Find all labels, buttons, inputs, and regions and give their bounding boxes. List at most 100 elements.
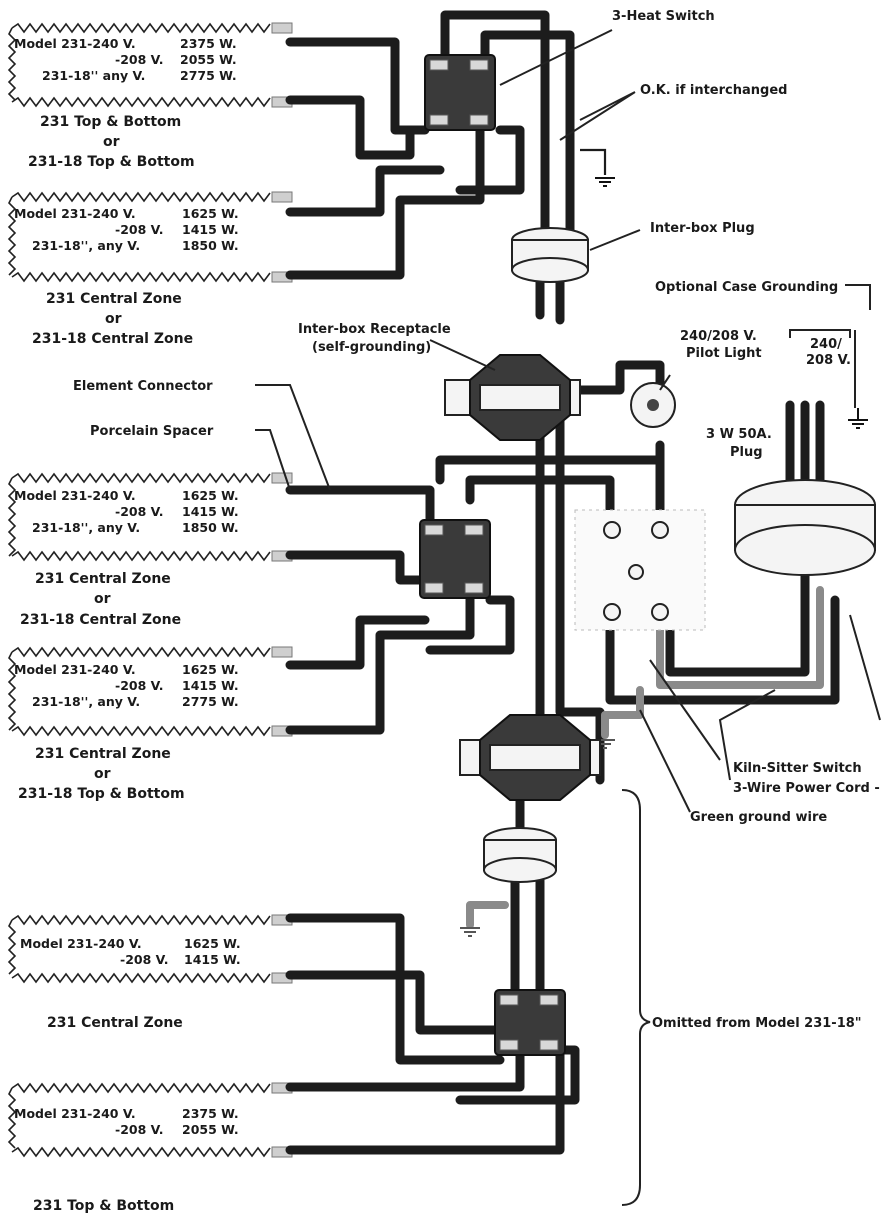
heating-element-coil (11, 1082, 271, 1094)
spec-line: Model 231-240 V. (20, 936, 142, 951)
wire (285, 125, 485, 280)
wire (605, 595, 840, 705)
spec-watts: 1850 W. (182, 238, 239, 253)
spec-watts: 1625 W. (184, 936, 241, 951)
element-connector (271, 191, 293, 203)
spec-watts: 2775 W. (180, 68, 237, 83)
label-interbox-plug: Inter-box Plug (650, 221, 755, 236)
spec-line: -208 V. (115, 1122, 163, 1137)
spec-watts: 1415 W. (182, 222, 239, 237)
spec-watts: 1625 W. (182, 206, 239, 221)
label-ground-wire: Green ground wire (690, 810, 827, 825)
wire (285, 615, 430, 670)
spec-watts: 1625 W. (182, 662, 239, 677)
zone-label: 231 Central Zone (35, 571, 171, 587)
heating-element-coil (11, 914, 271, 926)
heating-element-coils (7, 22, 293, 1158)
spec-line: 231-18'' any V. (42, 68, 145, 83)
pilot-light (630, 382, 676, 428)
wire (656, 586, 824, 689)
label-element-connector: Element Connector (73, 379, 213, 394)
element-connector (271, 22, 293, 34)
heating-element-coil (7, 651, 17, 731)
ground-symbols (460, 177, 868, 937)
zone-or: or (94, 591, 111, 607)
label-pilot-light: Pilot Light (686, 346, 762, 361)
spec-line: Model 231-240 V. (14, 36, 136, 51)
zone-label: 231 Central Zone (46, 291, 182, 307)
heating-element-coil (7, 477, 17, 557)
label-optional-grounding: Optional Case Grounding (655, 280, 838, 295)
zone-label: 231-18 Central Zone (32, 331, 193, 347)
element-group-4: Model 231-240 V. 1625 W. -208 V. 1415 W.… (14, 662, 239, 802)
spec-watts: 1415 W. (182, 504, 239, 519)
spec-line: 231-18'', any V. (32, 694, 140, 709)
ground-wire (466, 901, 509, 929)
heating-element-coil (7, 27, 17, 101)
element-group-6: Model 231-240 V. 2375 W. -208 V. 2055 W.… (14, 1106, 239, 1214)
label-self-grounding: (self-grounding) (312, 340, 431, 355)
wire (425, 595, 515, 655)
wiring (285, 10, 840, 1155)
spec-line: Model 231-240 V. (14, 662, 136, 677)
zone-label: 231 Central Zone (35, 746, 171, 762)
label-plug: Plug (730, 445, 763, 460)
ground-icon (848, 408, 868, 429)
wire (455, 125, 525, 195)
ground-wire (580, 148, 607, 175)
interbox-plug-bottom (483, 827, 557, 883)
spec-watts: 2055 W. (180, 52, 237, 67)
element-connector (271, 472, 293, 484)
spec-line: 231-18'', any V. (32, 520, 140, 535)
zone-label: 231-18 Top & Bottom (28, 154, 195, 170)
heating-element-coil (11, 271, 271, 283)
wire (285, 485, 435, 553)
spec-line: 231-18'', any V. (32, 238, 140, 253)
spec-line: -208 V. (120, 952, 168, 967)
spec-line: Model 231-240 V. (14, 1106, 136, 1121)
wire (665, 535, 810, 677)
heating-element-coil (7, 196, 17, 276)
heating-element-coil (11, 972, 271, 984)
element-group-2: Model 231-240 V. 1625 W. -208 V. 1415 W.… (14, 206, 239, 347)
interbox-receptacle-top (444, 354, 581, 441)
heat-switch-1 (424, 54, 496, 131)
wire (455, 1045, 580, 1105)
spec-line: -208 V. (115, 222, 163, 237)
wire (285, 165, 445, 217)
wire (285, 550, 425, 585)
wire (285, 913, 505, 1065)
spec-watts: 2055 W. (182, 1122, 239, 1137)
wire (285, 95, 415, 160)
wire (285, 1045, 565, 1155)
wire (480, 30, 575, 245)
wire (285, 970, 505, 1035)
voltage-bracket (789, 329, 851, 338)
spec-watts: 2375 W. (180, 36, 237, 51)
zone-label: 231 Central Zone (47, 1015, 183, 1031)
label-pilot-voltage: 240/208 V. (680, 329, 757, 344)
spec-watts: 2375 W. (182, 1106, 239, 1121)
heat-switch-3 (494, 989, 566, 1056)
label-porcelain-spacer: Porcelain Spacer (90, 424, 214, 439)
optional-ground-leader (845, 284, 871, 408)
spec-line: -208 V. (115, 504, 163, 519)
zone-label: 231-18 Central Zone (20, 612, 181, 628)
heating-element-coil (11, 646, 271, 658)
spec-line: -208 V. (115, 52, 163, 67)
heat-switch-2 (419, 519, 491, 599)
spec-watts: 2775 W. (182, 694, 239, 709)
label-interbox-receptacle: Inter-box Receptacle (298, 322, 451, 337)
element-group-1: Model 231-240 V. 2375 W. -208 V. 2055 W.… (14, 36, 237, 170)
heating-element-coil (11, 22, 271, 34)
label-heat-switch: 3-Heat Switch (612, 9, 715, 24)
ground-wire (601, 686, 644, 739)
spec-line: Model 231-240 V. (14, 488, 136, 503)
component-labels: 3-Heat Switch O.K. if interchanged Inter… (73, 9, 880, 1031)
heating-element-coil (11, 472, 271, 484)
element-group-3: Model 231-240 V. 1625 W. -208 V. 1415 W.… (14, 488, 239, 628)
spec-line: Model 231-240 V. (14, 206, 136, 221)
zone-label: 231-18 Top & Bottom (18, 786, 185, 802)
